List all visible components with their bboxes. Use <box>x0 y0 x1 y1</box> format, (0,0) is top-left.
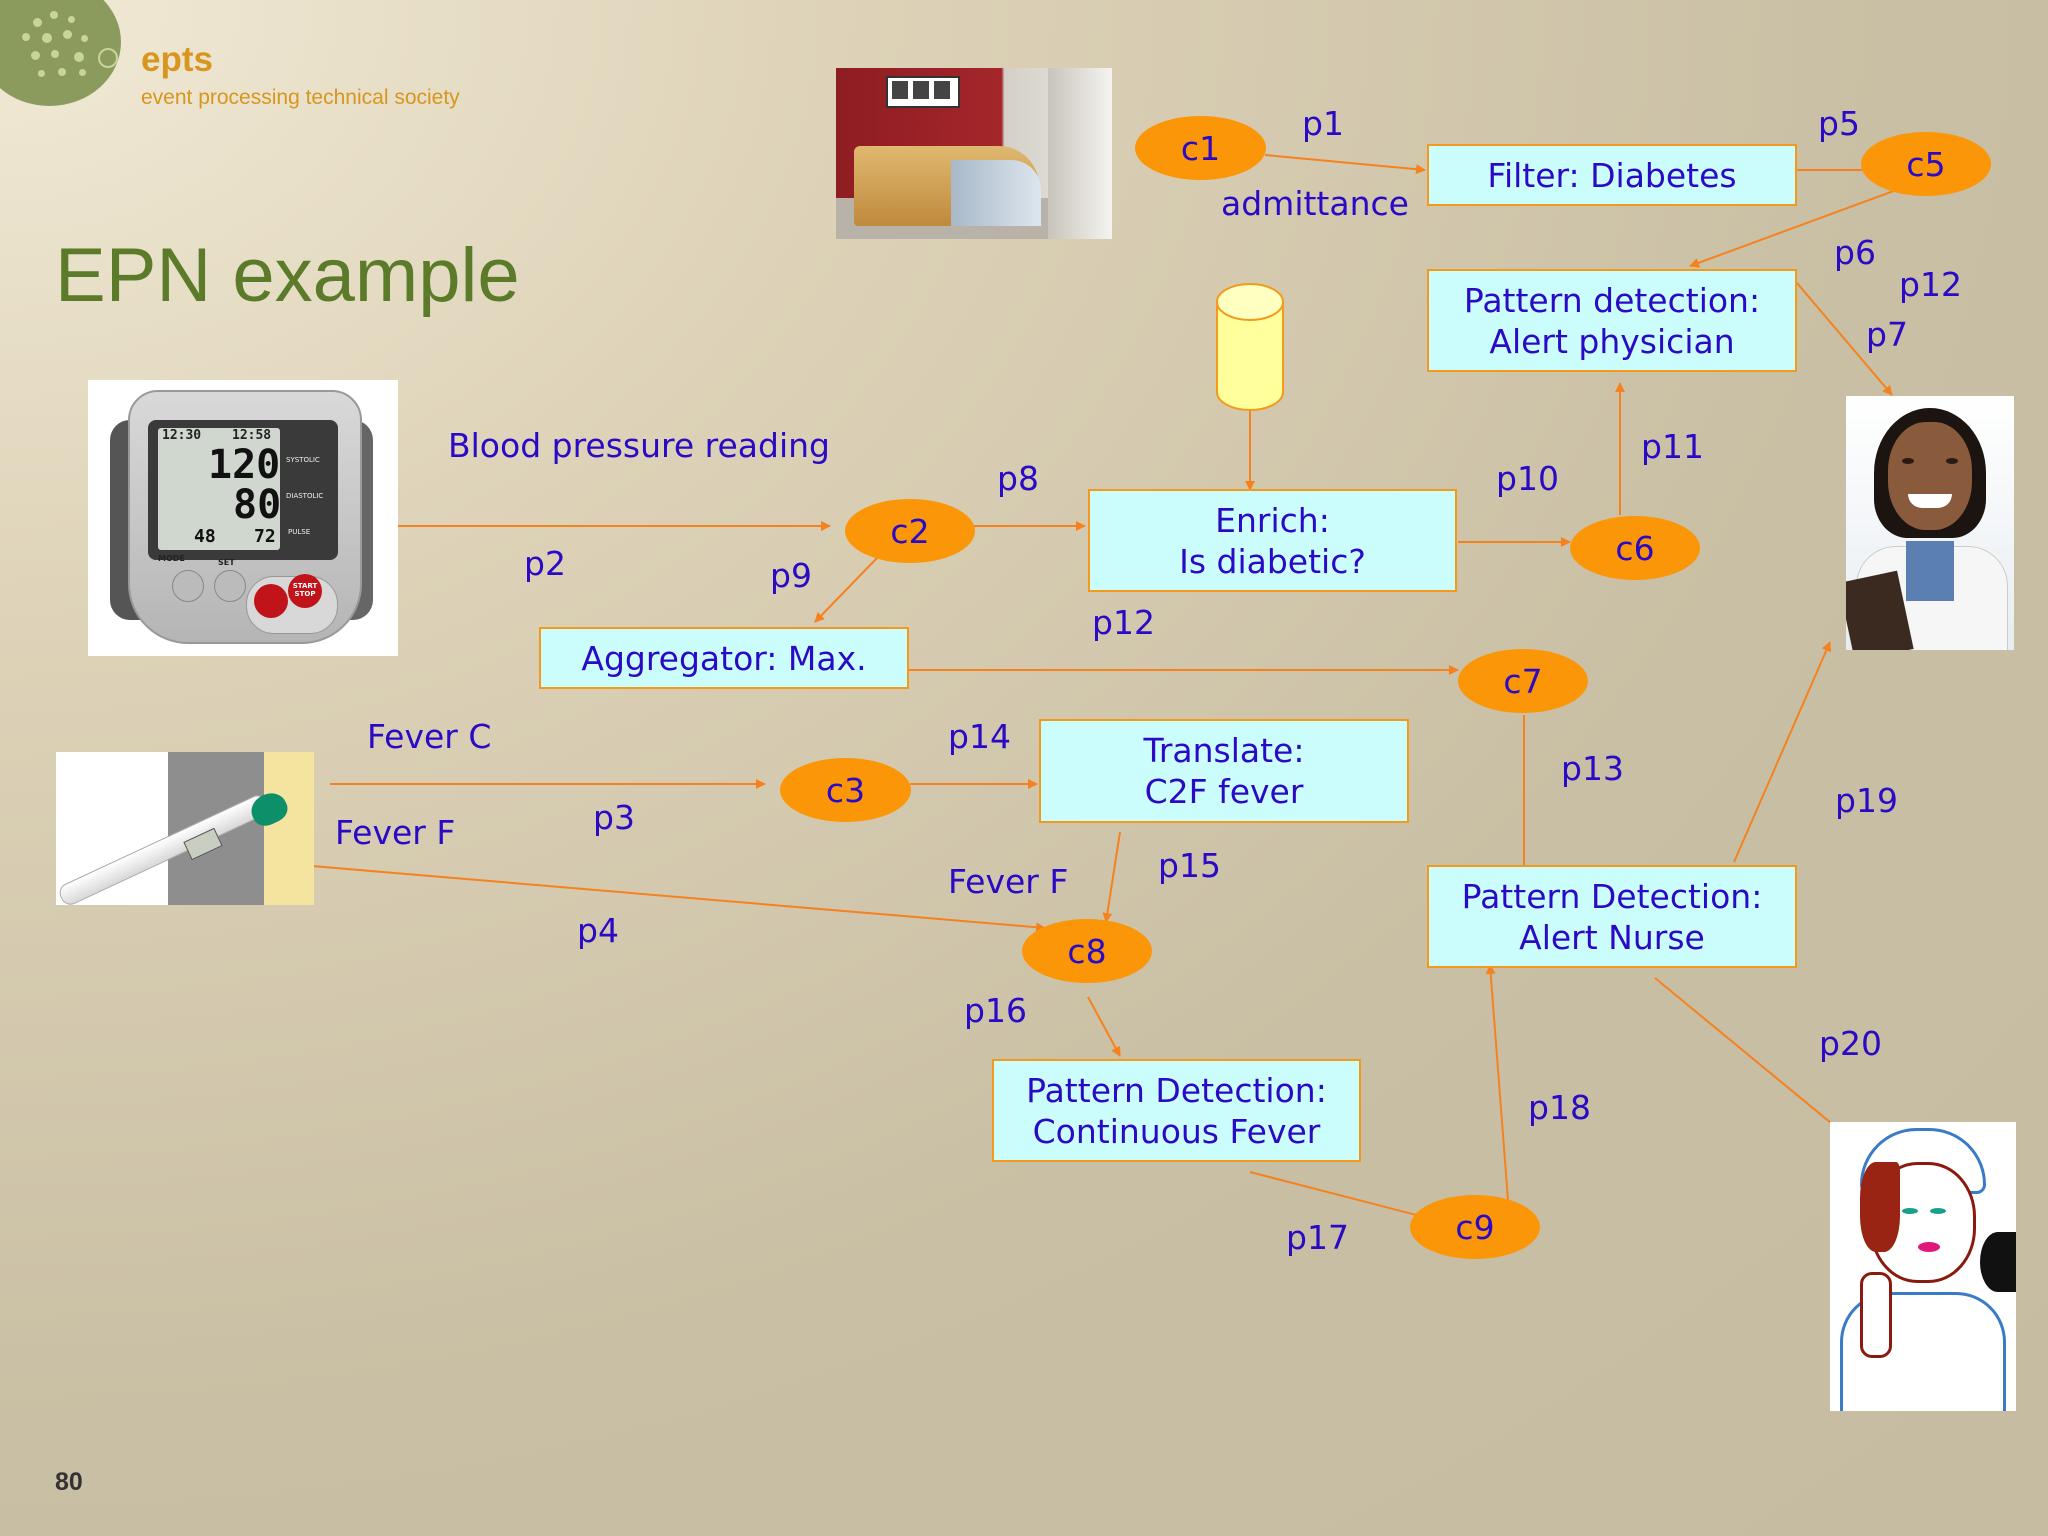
channel-c1: c1 <box>1135 116 1266 180</box>
arrow-p4 <box>299 864 1046 933</box>
brand-subtitle: event processing technical society <box>141 86 460 109</box>
thermometer-image <box>56 752 314 905</box>
brand-name: epts <box>141 40 213 79</box>
bp-pulse-label: PULSE <box>288 528 311 536</box>
label-p3: p3 <box>593 798 635 837</box>
arrow-p19 <box>1733 641 1831 863</box>
label-p12-top: p12 <box>1899 265 1962 304</box>
bp-diastolic-label: DIASTOLIC <box>286 492 324 500</box>
label-p14: p14 <box>948 717 1011 756</box>
database-icon <box>1216 283 1284 411</box>
channel-c2: c2 <box>845 499 975 563</box>
aggregator-label: Aggregator: Max. <box>581 638 867 678</box>
aggregator-box: Aggregator: Max. <box>539 627 909 689</box>
translate-line1: Translate: <box>1143 731 1305 770</box>
bp-mode-button <box>172 570 204 602</box>
label-p2: p2 <box>524 544 566 583</box>
label-p11: p11 <box>1641 427 1704 466</box>
label-admittance: admittance <box>1221 184 1409 223</box>
label-blood-pressure: Blood pressure reading <box>448 426 830 465</box>
alert-nurse-line2: Alert Nurse <box>1519 917 1705 957</box>
label-p19: p19 <box>1835 781 1898 820</box>
enrich-line1: Enrich: <box>1215 500 1330 540</box>
label-p10: p10 <box>1496 459 1559 498</box>
bp-diastolic: 80 <box>233 482 282 528</box>
page-title: EPN example <box>55 233 520 318</box>
reception-desk-image <box>836 68 1112 239</box>
arrow-p1 <box>1264 154 1426 175</box>
alert-physician-line2: Alert physician <box>1489 321 1735 361</box>
label-p8: p8 <box>997 459 1039 498</box>
arrow-p17 <box>1249 1171 1429 1221</box>
label-p7: p7 <box>1866 315 1908 354</box>
alert-physician-box: Pattern detection: Alert physician <box>1427 269 1797 372</box>
channel-c6: c6 <box>1570 516 1700 580</box>
channel-c9: c9 <box>1410 1195 1540 1259</box>
nurse-image <box>1830 1122 2016 1411</box>
label-p1: p1 <box>1302 104 1344 143</box>
channel-c5: c5 <box>1861 132 1991 196</box>
filter-diabetes-label: Filter: Diabetes <box>1487 155 1737 195</box>
filter-diabetes-box: Filter: Diabetes <box>1427 144 1797 206</box>
enrich-box: Enrich: Is diabetic? <box>1088 489 1457 592</box>
continuous-fever-line2: Continuous Fever <box>1032 1111 1321 1151</box>
bp-time-left: 12:30 <box>162 428 202 443</box>
bp-systolic: 120 <box>208 442 281 488</box>
label-p9: p9 <box>770 556 812 595</box>
translate-line2: C2F fever <box>1144 772 1304 811</box>
blood-pressure-monitor-image: 12:30 12:58 120 80 48 72 SYSTOLIC DIASTO… <box>88 380 398 656</box>
arrow-p15 <box>1102 831 1121 923</box>
label-fever-f-left: Fever F <box>335 813 456 852</box>
bp-set-button <box>214 570 246 602</box>
alert-physician-line1: Pattern detection: <box>1463 280 1761 320</box>
label-p20: p20 <box>1819 1024 1882 1063</box>
channel-c3: c3 <box>780 758 911 822</box>
label-p18: p18 <box>1528 1088 1591 1127</box>
label-p12-mid: p12 <box>1092 603 1155 642</box>
page-number: 80 <box>55 1468 83 1496</box>
physician-image <box>1846 396 2014 650</box>
continuous-fever-line1: Pattern Detection: <box>1026 1070 1327 1110</box>
continuous-fever-box: Pattern Detection: Continuous Fever <box>992 1059 1361 1162</box>
arrow-p16 <box>1087 996 1121 1057</box>
alert-nurse-box: Pattern Detection: Alert Nurse <box>1427 865 1797 968</box>
bp-set-label: SET <box>218 558 235 567</box>
bp-pulse: 72 <box>254 526 276 547</box>
bp-time-right: 12:58 <box>232 428 272 443</box>
bp-memory: 48 <box>194 526 216 547</box>
label-p17: p17 <box>1286 1218 1349 1257</box>
bp-start-stop-label: START STOP <box>292 582 318 598</box>
label-fever-c: Fever C <box>367 717 492 756</box>
label-p6: p6 <box>1834 233 1876 272</box>
bp-mode-label: MODE <box>158 554 185 563</box>
epts-logo <box>0 0 121 106</box>
alert-nurse-line1: Pattern Detection: <box>1461 876 1763 916</box>
label-p13: p13 <box>1561 749 1624 788</box>
bp-systolic-label: SYSTOLIC <box>286 456 320 464</box>
label-p15: p15 <box>1158 846 1221 885</box>
channel-c8: c8 <box>1022 919 1152 983</box>
arrow-p9 <box>814 557 878 623</box>
arrow-p7 <box>1796 282 1893 396</box>
label-p5: p5 <box>1818 104 1860 143</box>
enrich-line2: Is diabetic? <box>1179 541 1366 581</box>
channel-c7: c7 <box>1458 649 1588 713</box>
label-p4: p4 <box>577 911 619 950</box>
arrow-p18 <box>1485 964 1509 1201</box>
label-fever-f-mid: Fever F <box>948 862 1069 901</box>
translate-box: Translate: C2F fever <box>1039 719 1409 823</box>
arrow-p6 <box>1689 184 1911 268</box>
label-p16: p16 <box>964 991 1027 1030</box>
